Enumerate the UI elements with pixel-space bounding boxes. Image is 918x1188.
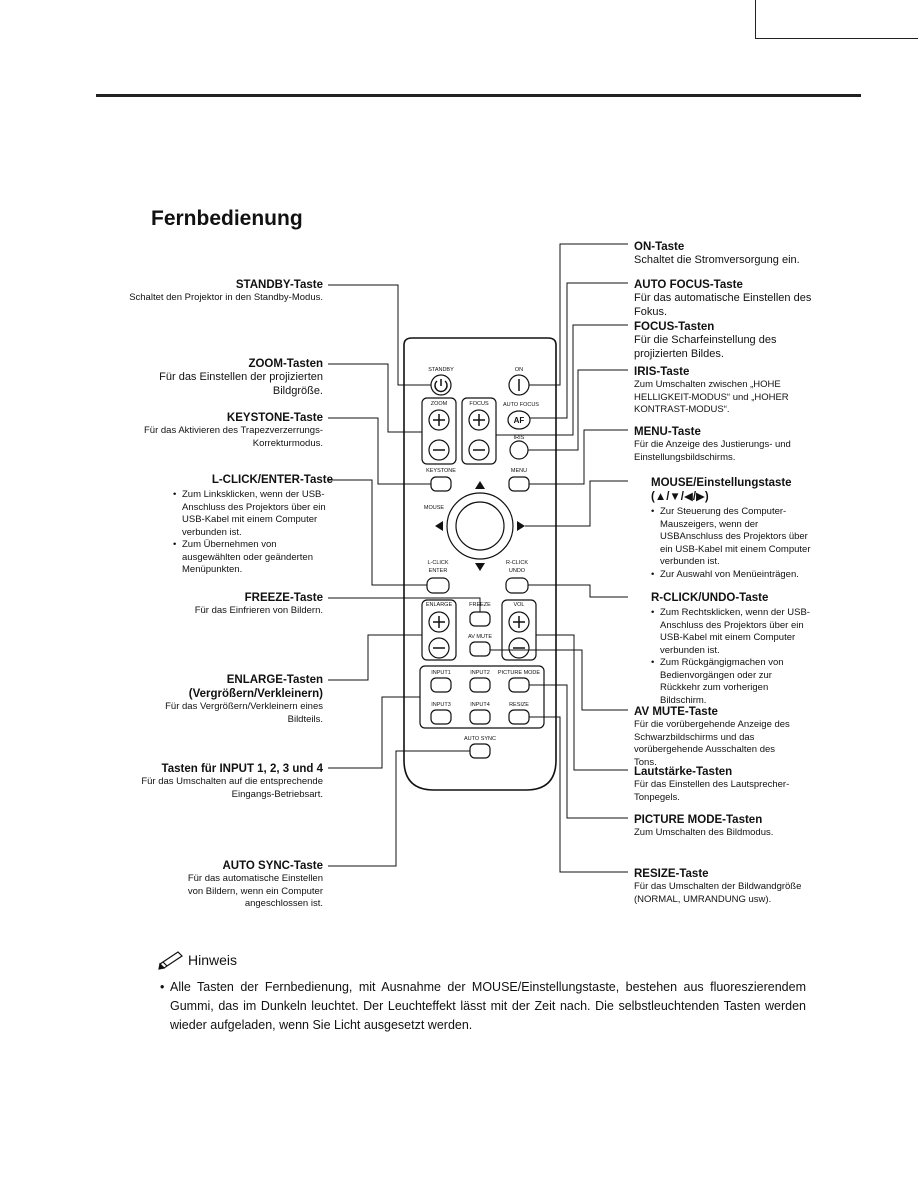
header-tab-box: [755, 0, 918, 39]
callout-title: MENU-Taste: [634, 426, 701, 438]
callout-desc: Für das Einfrieren von Bildern.: [194, 605, 323, 616]
section-title: Fernbedienung: [151, 207, 303, 230]
remote-label-resize: RESIZE: [509, 702, 529, 708]
callout-title: PICTURE MODE-Tasten: [634, 814, 763, 826]
callout-title: L-CLICK/ENTER-Taste: [211, 474, 333, 486]
remote-label-enter: ENTER: [429, 568, 448, 574]
callout-title: Lautstärke-Tasten: [634, 766, 733, 778]
callout-inputs: Tasten für INPUT 1, 2, 3 und 4 Für das U…: [123, 762, 323, 801]
remote-label-input4: INPUT4: [470, 702, 490, 708]
remote-label-vol: VOL: [513, 602, 524, 608]
callout-title: AUTO FOCUS-Taste: [634, 279, 743, 291]
callout-title: Tasten für INPUT 1, 2, 3 und 4: [161, 763, 323, 775]
callout-bullet: Zur Steuerung des Computer-Mauszeigers, …: [651, 506, 811, 569]
note-heading-text: Hinweis: [188, 952, 238, 968]
remote-label-auto-sync: AUTO SYNC: [464, 736, 496, 742]
remote-label-on: ON: [515, 367, 523, 373]
callout-desc: Für die vorübergehende Anzeige des Schwa…: [634, 719, 790, 768]
callout-desc: Für das Vergrößern/Verkleinern eines Bil…: [165, 701, 323, 725]
remote-label-input2: INPUT2: [470, 670, 490, 676]
callout-freeze: FREEZE-Taste Für das Einfrieren von Bild…: [123, 591, 323, 618]
callout-r-click-undo: R-CLICK/UNDO-Taste Zum Rechtsklicken, we…: [651, 591, 811, 707]
remote-label-r-click: R-CLICK: [506, 560, 528, 566]
callout-av-mute: AV MUTE-Taste Für die vorübergehende Anz…: [634, 705, 794, 769]
callout-bullet: Zum Übernehmen von ausgewählten oder geä…: [173, 539, 333, 577]
remote-label-iris: IRIS: [514, 435, 525, 441]
callout-menu: MENU-Taste Für die Anzeige des Justierun…: [634, 425, 794, 464]
callout-title: RESIZE-Taste: [634, 868, 709, 880]
callout-desc: Für die Anzeige des Justierungs- und Ein…: [634, 439, 791, 463]
remote-label-input1: INPUT1: [431, 670, 451, 676]
remote-label-undo: UNDO: [509, 568, 526, 574]
callout-title: KEYSTONE-Taste: [226, 412, 323, 424]
callout-desc: Für das Umschalten auf die entsprechende…: [141, 776, 323, 800]
callout-bullet: Zum Rechtsklicken, wenn der USB-Anschlus…: [651, 607, 811, 657]
remote-label-focus: FOCUS: [469, 401, 489, 407]
callout-title: IRIS-Taste: [634, 366, 690, 378]
callout-title: AV MUTE-Taste: [634, 706, 718, 718]
callout-desc: Für das Einstellen des Lautsprecher-Tonp…: [634, 779, 790, 803]
pencil-note-icon: [158, 951, 183, 970]
callout-desc: Zum Umschalten des Bildmodus.: [634, 827, 774, 838]
callout-desc: Für das automatische Einstellen von Bild…: [187, 873, 323, 909]
callout-picture-mode: PICTURE MODE-Tasten Zum Umschalten des B…: [634, 813, 814, 840]
callout-title: ENLARGE-Tasten (Vergrößern/Verkleinern): [188, 674, 323, 700]
callout-desc: Für das Einstellen der projizierten Bild…: [159, 371, 323, 397]
callout-desc: Für das Aktivieren des Trapezverzerrungs…: [144, 425, 323, 449]
callout-bullets: Zum Linksklicken, wenn der USB-Anschluss…: [173, 489, 333, 577]
callout-auto-focus: AUTO FOCUS-Taste Für das automatische Ei…: [634, 278, 814, 319]
callout-on: ON-Taste Schaltet die Stromversorgung ei…: [634, 240, 834, 268]
callout-focus: FOCUS-Tasten Für die Scharfeinstellung d…: [634, 320, 804, 361]
callout-desc: Für das Umschalten der Bildwandgröße (NO…: [634, 881, 802, 905]
header-rule: [96, 94, 861, 97]
callout-iris: IRIS-Taste Zum Umschalten zwischen „HOHE…: [634, 365, 804, 417]
note-heading: Hinweis: [158, 950, 237, 970]
remote-label-standby: STANDBY: [428, 367, 454, 373]
remote-label-keystone: KEYSTONE: [426, 468, 456, 474]
callout-bullet: Zum Linksklicken, wenn der USB-Anschluss…: [173, 489, 333, 539]
remote-label-enlarge: ENLARGE: [426, 602, 453, 608]
remote-label-picture-mode: PICTURE MODE: [498, 670, 541, 676]
callout-volume: Lautstärke-Tasten Für das Einstellen des…: [634, 765, 794, 804]
callout-resize: RESIZE-Taste Für das Umschalten der Bild…: [634, 867, 814, 906]
callout-desc: Für die Scharfeinstellung des projiziert…: [634, 334, 777, 360]
callout-title: STANDBY-Taste: [235, 279, 323, 291]
callout-title: ON-Taste: [634, 241, 685, 253]
remote-label-av-mute: AV MUTE: [468, 634, 492, 640]
callout-mouse: MOUSE/Einstellungstaste (▲/▼/◀/▶) Zur St…: [651, 476, 811, 581]
callout-standby: STANDBY-Taste Schaltet den Projektor in …: [123, 278, 323, 305]
callout-auto-sync: AUTO SYNC-Taste Für das automatische Ein…: [183, 859, 323, 911]
callout-title: ZOOM-Tasten: [248, 358, 323, 370]
note-text: Alle Tasten der Fernbedienung, mit Ausna…: [160, 978, 806, 1035]
remote-label-auto-focus: AUTO FOCUS: [503, 402, 539, 408]
callout-title: AUTO SYNC-Taste: [222, 860, 323, 872]
remote-label-l-click: L-CLICK: [427, 560, 448, 566]
callout-title: MOUSE/Einstellungstaste (▲/▼/◀/▶): [651, 477, 792, 503]
callout-desc: Schaltet den Projektor in den Standby-Mo…: [129, 292, 323, 303]
callout-zoom: ZOOM-Tasten Für das Einstellen der proji…: [123, 357, 323, 398]
callout-l-click-enter: L-CLICK/ENTER-Taste Zum Linksklicken, we…: [173, 473, 333, 577]
remote-label-menu: MENU: [511, 468, 527, 474]
callout-desc: Schaltet die Stromversorgung ein.: [634, 254, 800, 266]
callout-desc: Zum Umschalten zwischen „HOHE HELLIGKEIT…: [634, 379, 789, 415]
remote-label-mouse: MOUSE: [424, 505, 445, 511]
remote-label-input3: INPUT3: [431, 702, 451, 708]
remote-label-af: AF: [514, 416, 525, 425]
callout-keystone: KEYSTONE-Taste Für das Aktivieren des Tr…: [123, 411, 323, 450]
callout-bullet: Zum Rückgängigmachen von Bedienvorgängen…: [651, 657, 811, 707]
callout-bullets: Zur Steuerung des Computer-Mauszeigers, …: [651, 506, 811, 581]
callout-title: R-CLICK/UNDO-Taste: [651, 592, 769, 604]
callout-enlarge: ENLARGE-Tasten (Vergrößern/Verkleinern) …: [153, 673, 323, 726]
callout-desc: Für das automatische Einstellen des Foku…: [634, 292, 812, 318]
callout-bullets: Zum Rechtsklicken, wenn der USB-Anschlus…: [651, 607, 811, 707]
callout-title: FOCUS-Tasten: [634, 321, 715, 333]
callout-bullet: Zur Auswahl von Menüeinträgen.: [651, 569, 811, 582]
remote-label-zoom: ZOOM: [431, 401, 448, 407]
callout-title: FREEZE-Taste: [244, 592, 323, 604]
